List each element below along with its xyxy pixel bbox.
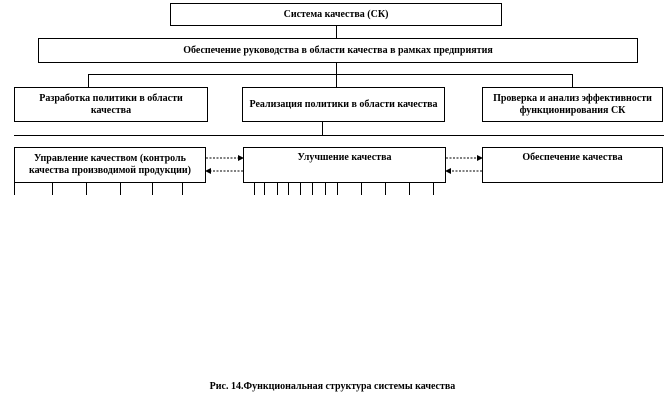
connector-level2-right bbox=[572, 74, 573, 87]
policy-development-node: Разработка политики в области качества bbox=[14, 87, 208, 122]
tick-mark bbox=[264, 183, 265, 195]
connector-level2-center bbox=[336, 74, 337, 87]
tick-mark bbox=[433, 183, 434, 195]
tick-mark bbox=[52, 183, 53, 195]
tick-mark bbox=[182, 183, 183, 195]
tick-mark bbox=[361, 183, 362, 195]
connector-management-down bbox=[336, 63, 337, 74]
tick-mark bbox=[409, 183, 410, 195]
tick-mark bbox=[300, 183, 301, 195]
tick-mark bbox=[14, 183, 15, 195]
policy-implementation-node: Реализация политики в области качества bbox=[242, 87, 445, 122]
tick-mark bbox=[254, 183, 255, 195]
figure-caption: Рис. 14.Функциональная структура системы… bbox=[209, 381, 456, 392]
quality-improvement-node: Улучшение качества bbox=[243, 147, 446, 183]
connector-level2-left bbox=[88, 74, 89, 87]
tick-mark bbox=[120, 183, 121, 195]
quality-management-node: Управление качеством (контроль качества … bbox=[14, 147, 206, 183]
management-node: Обеспечение руководства в области качест… bbox=[38, 38, 638, 63]
tick-mark bbox=[312, 183, 313, 195]
connector-implementation-down bbox=[322, 122, 323, 135]
tick-mark bbox=[337, 183, 338, 195]
tick-mark bbox=[288, 183, 289, 195]
connector-level3-bus bbox=[14, 135, 664, 136]
root-node: Система качества (СК) bbox=[170, 3, 502, 26]
connector-root-management bbox=[336, 26, 337, 38]
quality-assurance-node: Обеспечение качества bbox=[482, 147, 663, 183]
tick-mark bbox=[86, 183, 87, 195]
connector-level2-bus bbox=[88, 74, 573, 75]
tick-mark bbox=[385, 183, 386, 195]
tick-mark bbox=[277, 183, 278, 195]
tick-mark bbox=[152, 183, 153, 195]
tick-mark bbox=[325, 183, 326, 195]
effectiveness-review-node: Проверка и анализ эффективности функцион… bbox=[482, 87, 663, 122]
